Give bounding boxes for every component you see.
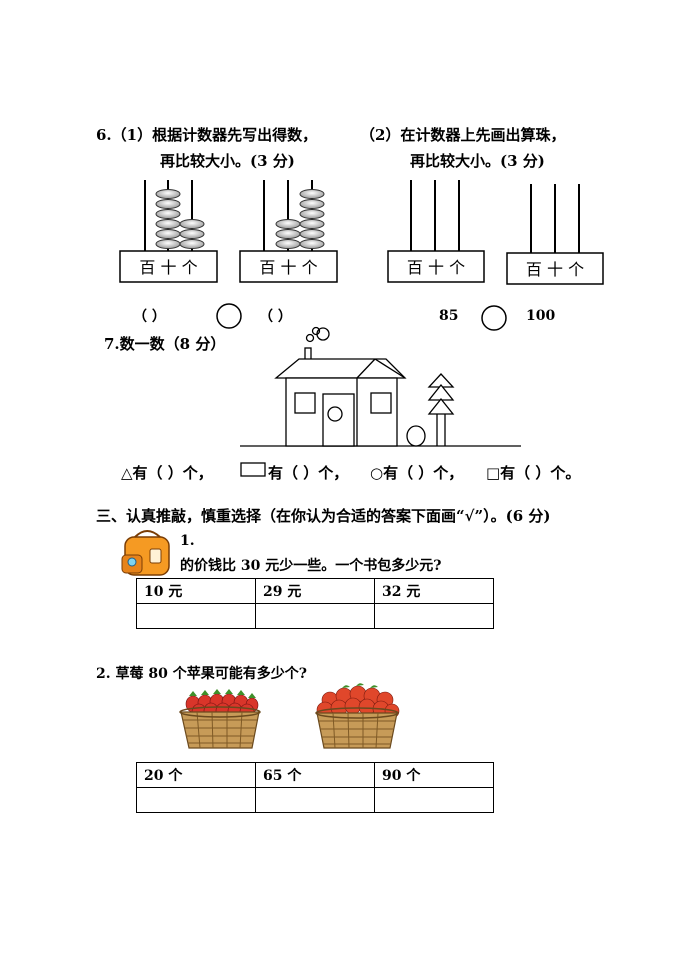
count-circle: ○有（ ）个， [370,464,464,482]
abacus-2-ones-beads [299,189,325,249]
abacus-1-tens-beads [155,189,181,249]
abacus-1-label: 百 十 个 [139,258,198,277]
rect-symbol [240,462,266,477]
number-100: 100 [526,308,556,324]
q6-line2-right: 再比较大小。(3 分) [410,152,545,170]
number-85: 85 [439,308,459,324]
q1-answer-cell-1[interactable] [136,603,256,629]
backpack-icon [121,530,170,576]
count-triangle: △有（ ）个， [121,464,213,482]
compare-circle-right[interactable] [481,305,507,331]
q1-answer-cell-2[interactable] [255,603,375,629]
abacus-1-base [119,250,218,283]
q2-option-3: 90 个 [374,762,494,788]
abacus-2-tens-beads [275,219,301,249]
abacus-4 [530,184,580,254]
abacus-1-ones-beads [179,219,205,249]
q1-option-2: 29 元 [255,578,375,604]
q2-option-2: 65 个 [255,762,375,788]
q6-line1-right: （2）在计数器上先画出算珠， [360,126,566,144]
apple-basket-image [315,683,400,749]
abacus-3-base [387,250,485,283]
q6-line2-left: 再比较大小。(3 分) [160,152,295,170]
compare-circle-left[interactable] [216,303,242,329]
q2-answer-cell-1[interactable] [136,787,256,813]
q2-answer-cell-3[interactable] [374,787,494,813]
q6-line1-left: 6.（1）根据计数器先写出得数， [96,126,318,144]
answer-blank-right[interactable]: （ ） [259,309,292,325]
section-3-title: 三、认真推敲，慎重选择（在你认为合适的答案下面画“√”）。(6 分) [96,507,551,525]
q1-text: 的价钱比 30 元少一些。一个书包多少元? [180,558,442,574]
answer-blank-left[interactable]: （ ） [133,309,166,325]
abacus-4-base [506,252,604,285]
abacus-3 [410,180,460,252]
house-figure [240,326,521,447]
q7-title: 7.数一数（8 分） [104,335,226,353]
q1-option-3: 32 元 [374,578,494,604]
abacus-4-label: 百 十 个 [525,260,585,279]
abacus-3-label: 百 十 个 [406,258,466,277]
abacus-2-label: 百 十 个 [259,258,318,277]
q1-answer-cell-3[interactable] [374,603,494,629]
q2-options-table: 20 个 65 个 90 个 [136,762,494,813]
q2-text: 2. 草莓 80 个苹果可能有多少个? [96,666,307,682]
count-rect: 有（ ）个， [268,464,349,482]
q1-options-table: 10 元 29 元 32 元 [136,578,494,629]
q2-answer-cell-2[interactable] [255,787,375,813]
q1-number: 1. [180,533,195,549]
q2-option-1: 20 个 [136,762,256,788]
abacus-2-base [239,250,338,283]
count-square: □有（ ）个。 [486,464,581,482]
strawberry-basket-image [179,689,261,749]
q1-option-1: 10 元 [136,578,256,604]
